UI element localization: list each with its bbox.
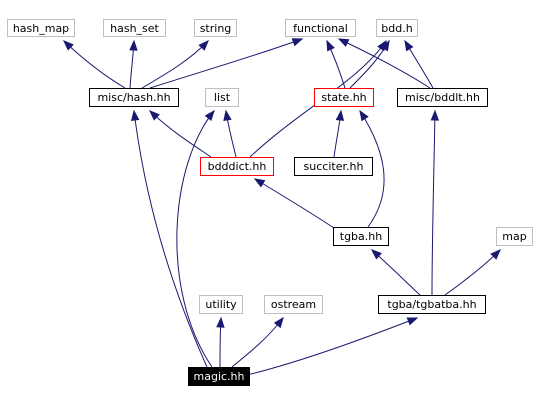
node-string[interactable]: string	[194, 19, 237, 37]
node-label: tgba/tgbatba.hh	[387, 298, 477, 311]
edge-bdddict-hh-to-misc-hash-hh-arrowhead	[149, 110, 160, 121]
edge-misc-hash-hh-to-hash-map	[63, 40, 126, 89]
node-label: bdd.h	[381, 22, 413, 35]
node-ostream[interactable]: ostream	[264, 295, 323, 314]
edge-bdddict-hh-to-list-arrowhead	[223, 109, 232, 122]
node-functional[interactable]: functional	[285, 19, 356, 37]
node-label: misc/bddlt.hh	[404, 91, 480, 104]
edge-misc-bddlt-hh-to-bdd-h-arrowhead	[404, 39, 414, 52]
node-label: tgba.hh	[339, 230, 383, 243]
node-magic-hh[interactable]: magic.hh	[188, 367, 250, 386]
edge-tgba-tgbatba-hh-to-tgba-hh	[371, 249, 421, 296]
node-misc-hash-hh[interactable]: misc/hash.hh	[89, 88, 179, 107]
edge-tgba-hh-to-bdddict-hh-arrowhead	[253, 178, 266, 188]
node-label: functional	[293, 22, 348, 35]
node-state-hh[interactable]: state.hh	[314, 88, 374, 107]
edge-misc-bddlt-hh-to-functional	[338, 38, 431, 89]
edge-tgba-hh-to-state-hh	[359, 110, 385, 228]
node-tgba-hh[interactable]: tgba.hh	[333, 227, 389, 246]
edge-magic-hh-to-misc-hash-hh	[133, 110, 208, 368]
edge-misc-hash-hh-to-string	[141, 40, 209, 89]
node-hash-map[interactable]: hash_map	[7, 19, 75, 37]
node-label: misc/hash.hh	[97, 91, 171, 104]
edge-tgba-tgbatba-hh-to-misc-bddlt-hh-arrowhead	[430, 109, 440, 121]
edge-misc-hash-hh-to-hash-set-arrowhead	[129, 39, 138, 51]
node-label: magic.hh	[193, 370, 245, 383]
edge-misc-hash-hh-to-functional-arrowhead	[291, 38, 304, 47]
node-tgba-tgbatba-hh[interactable]: tgba/tgbatba.hh	[378, 295, 486, 314]
node-list[interactable]: list	[205, 88, 239, 107]
edge-tgba-tgbatba-hh-to-tgba-hh-arrowhead	[370, 249, 382, 260]
edge-magic-hh-to-ostream	[231, 317, 284, 368]
edge-misc-bddlt-hh-to-functional-arrowhead	[337, 38, 350, 47]
edge-tgba-tgbatba-hh-to-misc-bddlt-hh	[431, 110, 436, 296]
node-succiter-hh[interactable]: succiter.hh	[294, 157, 373, 176]
edge-magic-hh-to-tgba-tgbatba-hh	[246, 317, 418, 376]
node-bdd-h[interactable]: bdd.h	[376, 19, 418, 37]
edge-tgba-hh-to-state-hh-arrowhead	[359, 109, 369, 122]
edge-misc-hash-hh-to-functional	[149, 38, 303, 89]
edge-magic-hh-to-misc-hash-hh-arrowhead	[130, 109, 140, 121]
edge-magic-hh-to-list	[176, 110, 215, 368]
edge-magic-hh-to-ostream-arrowhead	[273, 316, 284, 329]
edge-bdddict-hh-to-misc-hash-hh	[149, 110, 212, 158]
edge-state-hh-to-functional-arrowhead	[326, 39, 335, 52]
node-label: hash_map	[12, 22, 70, 35]
edge-misc-hash-hh-to-string-arrowhead	[198, 39, 209, 51]
edge-tgba-tgbatba-hh-to-map	[444, 249, 501, 296]
node-label: map	[502, 230, 527, 243]
node-hash-set[interactable]: hash_set	[103, 19, 166, 37]
node-label: utility	[205, 298, 237, 311]
node-utility[interactable]: utility	[199, 295, 243, 314]
edge-misc-hash-hh-to-hash-map-arrowhead	[63, 40, 74, 51]
node-label: succiter.hh	[303, 160, 364, 173]
node-bdddict-hh[interactable]: bdddict.hh	[200, 157, 274, 176]
edge-tgba-hh-to-bdddict-hh	[254, 178, 338, 231]
edge-tgba-tgbatba-hh-to-map-arrowhead	[490, 249, 501, 260]
edge-magic-hh-to-utility-arrowhead	[216, 316, 225, 328]
node-label: string	[199, 22, 232, 35]
edge-succiter-hh-to-state-hh-arrowhead	[335, 109, 345, 121]
node-label: bdddict.hh	[207, 160, 267, 173]
node-map[interactable]: map	[496, 227, 533, 246]
node-label: hash_set	[110, 22, 159, 35]
edge-magic-hh-to-list-arrowhead	[204, 109, 215, 122]
edge-magic-hh-to-tgba-tgbatba-hh-arrowhead	[406, 317, 419, 326]
node-label: list	[213, 91, 231, 104]
node-misc-bddlt-hh[interactable]: misc/bddlt.hh	[397, 88, 488, 107]
edge-state-hh-to-bdd-h-arrowhead	[380, 39, 390, 52]
node-label: state.hh	[321, 91, 367, 104]
node-label: ostream	[270, 298, 317, 311]
